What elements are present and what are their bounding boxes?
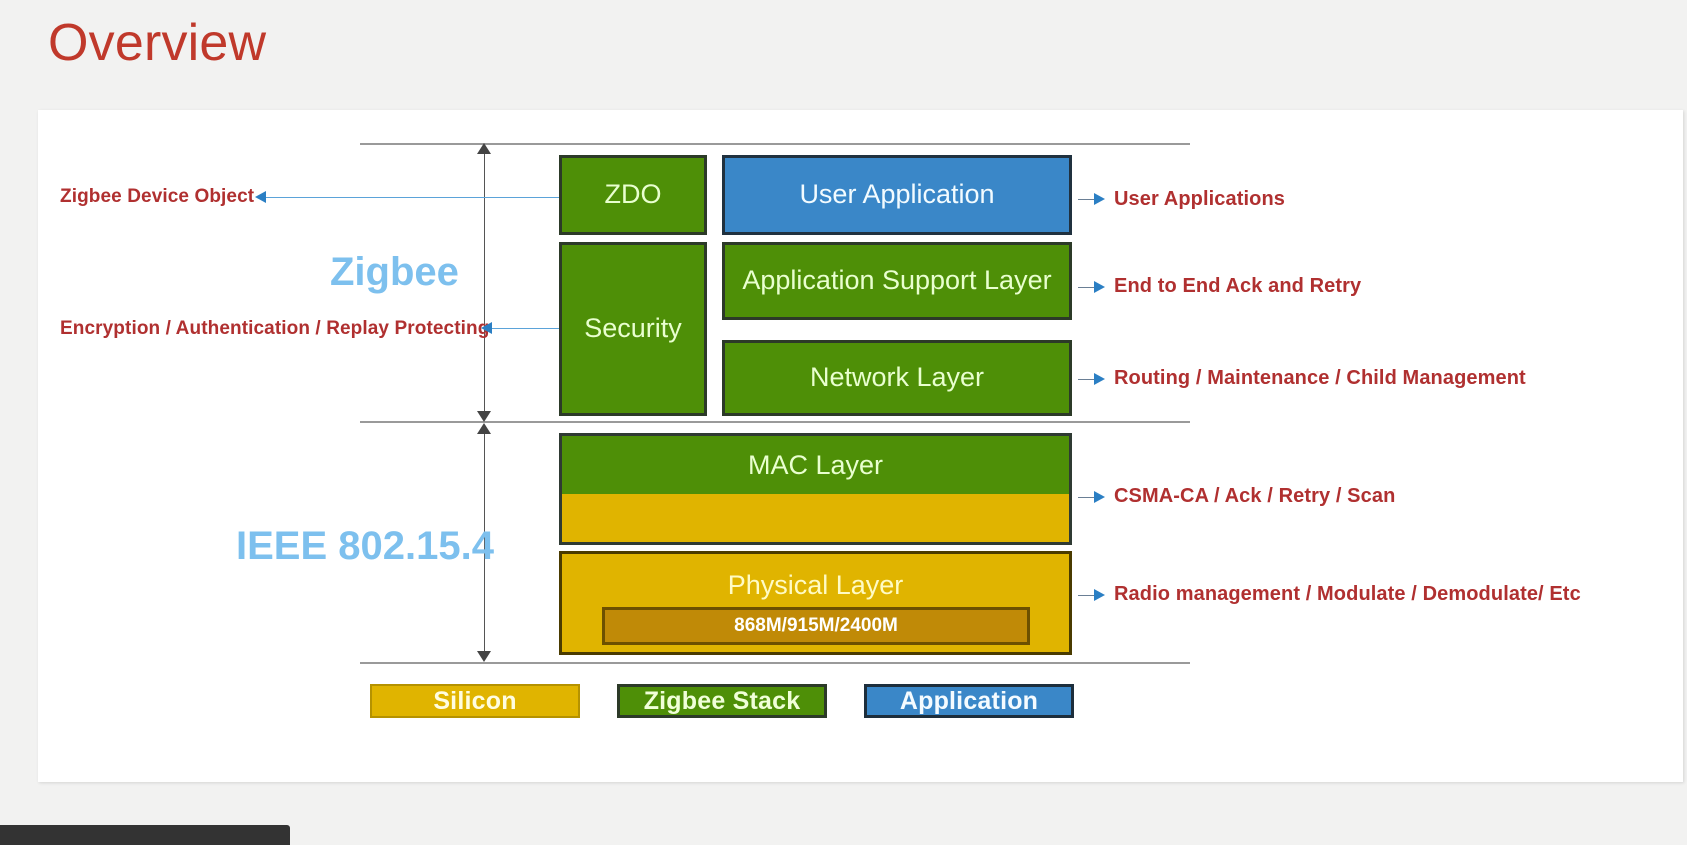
- stack-box-network-layer-label: Network Layer: [809, 362, 985, 393]
- page-title: Overview: [48, 14, 267, 72]
- stack-box-user-application-label: User Application: [799, 179, 995, 210]
- stack-box-application-support-layer[interactable]: Application Support Layer: [722, 242, 1072, 320]
- stack-box-security[interactable]: Security: [559, 242, 707, 416]
- zigbee-span-axis: [484, 148, 485, 416]
- right-connector-line-5: [1078, 595, 1102, 596]
- stack-box-zdo[interactable]: ZDO: [559, 155, 707, 235]
- ieee-span-axis: [484, 428, 485, 656]
- right-connector-arrow-3: [1094, 373, 1105, 385]
- legend-item-application-label: Application: [899, 686, 1039, 715]
- zigbee-heading: Zigbee: [330, 250, 459, 294]
- left-annotation-zigbee-device-object: Zigbee Device Object: [60, 186, 255, 207]
- ieee-span-arrow-down: [477, 651, 491, 662]
- stack-box-security-label: Security: [584, 313, 682, 344]
- stack-box-application-support-layer-label: Application Support Layer: [742, 265, 1052, 296]
- zigbee-span-arrow-up: [477, 143, 491, 154]
- divider-bottom-rule: [360, 662, 1190, 664]
- legend-item-silicon[interactable]: Silicon: [370, 684, 580, 718]
- legend-item-zigbee-stack[interactable]: Zigbee Stack: [617, 684, 827, 718]
- right-connector-line-2: [1078, 287, 1102, 288]
- right-connector-line-1: [1078, 199, 1102, 200]
- right-connector-arrow-1: [1094, 193, 1105, 205]
- stack-box-user-application[interactable]: User Application: [722, 155, 1072, 235]
- ieee-heading: IEEE 802.15.4: [236, 524, 494, 568]
- stack-box-mac-layer-top: MAC Layer: [562, 436, 1069, 494]
- right-connector-line-3: [1078, 379, 1102, 380]
- left-annotation-encryption: Encryption / Authentication / Replay Pro…: [60, 318, 490, 339]
- zigbee-span-arrow-down: [477, 411, 491, 422]
- left-connector-arrow-2: [481, 322, 492, 334]
- right-annotation-user-applications: User Applications: [1114, 188, 1285, 210]
- right-connector-line-4: [1078, 497, 1102, 498]
- stack-box-physical-layer-label: Physical Layer: [727, 570, 904, 600]
- right-connector-arrow-2: [1094, 281, 1105, 293]
- divider-top-rule: [360, 143, 1190, 145]
- stack-box-mac-layer-label: MAC Layer: [747, 449, 884, 480]
- legend-item-application[interactable]: Application: [864, 684, 1074, 718]
- stack-box-network-layer[interactable]: Network Layer: [722, 340, 1072, 416]
- ieee-span-arrow-up: [477, 423, 491, 434]
- stack-box-frequencies[interactable]: 868M/915M/2400M: [602, 607, 1030, 645]
- legend-item-zigbee-stack-label: Zigbee Stack: [643, 686, 801, 715]
- right-connector-arrow-4: [1094, 491, 1105, 503]
- left-connector-arrow-1: [255, 191, 266, 203]
- right-annotation-end-to-end-ack: End to End Ack and Retry: [1114, 275, 1362, 297]
- stack-box-frequencies-label: 868M/915M/2400M: [734, 614, 898, 636]
- right-annotation-csma-ca: CSMA-CA / Ack / Retry / Scan: [1114, 485, 1396, 507]
- stack-box-mac-layer[interactable]: MAC Layer: [559, 433, 1072, 545]
- stack-box-zdo-label: ZDO: [604, 179, 662, 210]
- left-connector-line-1: [266, 197, 560, 198]
- bottom-status-bar: [0, 825, 290, 845]
- right-connector-arrow-5: [1094, 589, 1105, 601]
- stack-box-physical-layer[interactable]: Physical Layer 868M/915M/2400M: [559, 551, 1072, 655]
- left-connector-line-2: [492, 328, 562, 329]
- right-annotation-radio-management: Radio management / Modulate / Demodulate…: [1114, 583, 1581, 605]
- stack-box-mac-layer-silicon-band: [562, 494, 1069, 542]
- right-annotation-routing: Routing / Maintenance / Child Management: [1114, 367, 1526, 389]
- legend-item-silicon-label: Silicon: [433, 686, 517, 715]
- divider-middle-rule: [360, 421, 1190, 423]
